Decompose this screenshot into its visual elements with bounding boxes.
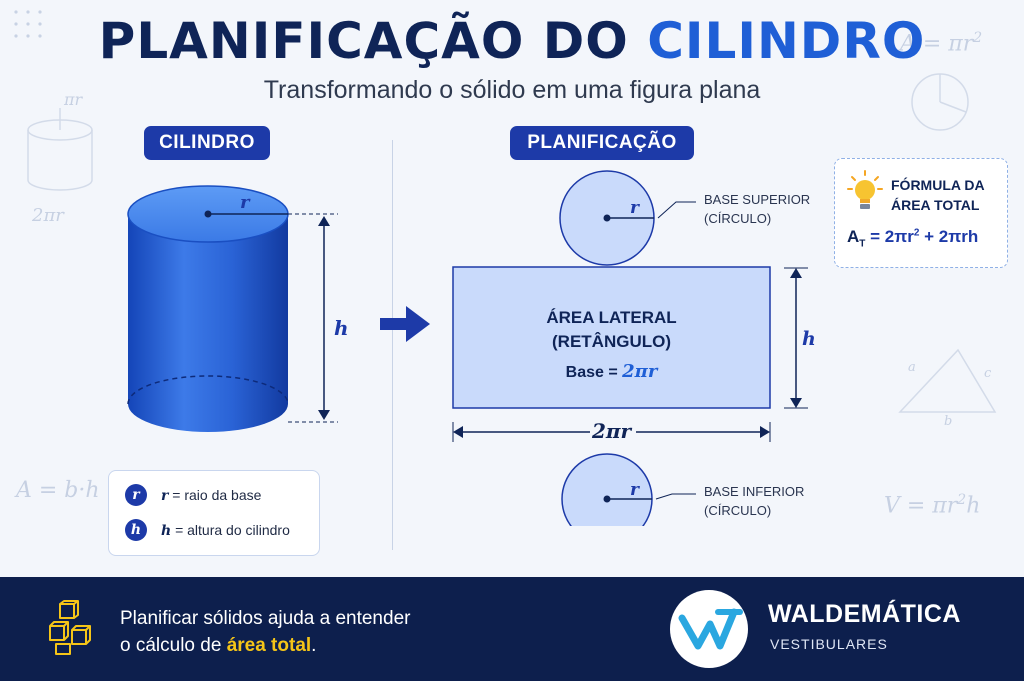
top-base-label-line1: BASE SUPERIOR bbox=[704, 192, 811, 207]
cylinder-body bbox=[128, 214, 288, 432]
section-divider bbox=[392, 140, 393, 550]
page-subtitle: Transformando o sólido em uma figura pla… bbox=[263, 76, 761, 104]
dot-grid-decoration bbox=[14, 10, 42, 38]
legend-h-badge: h bbox=[125, 519, 147, 541]
footer-line2-pre: o cálculo de bbox=[120, 635, 227, 656]
formula-sq: 2 bbox=[913, 227, 920, 239]
cylinder-hidden-edge bbox=[127, 375, 289, 405]
sketch-tri-b: b bbox=[944, 414, 953, 429]
cubes-icon bbox=[49, 600, 91, 655]
formula-card: FÓRMULA DA ÁREA TOTAL AT = 2πr2 + 2πrh bbox=[834, 158, 1008, 268]
bottom-base-label-line2: (CÍRCULO) bbox=[704, 503, 772, 518]
lateral-area-base-text: Base = bbox=[565, 364, 618, 381]
net-diagram bbox=[452, 170, 808, 526]
formula-lhs-sub: T bbox=[859, 238, 866, 250]
lateral-area-title: ÁREA LATERAL bbox=[546, 308, 677, 327]
footer-line1: Planificar sólidos ajuda a entender bbox=[120, 608, 411, 629]
lightbulb-icon bbox=[847, 170, 883, 209]
legend-r-badge: r bbox=[125, 484, 147, 506]
cylinder-header: CILINDRO bbox=[144, 126, 270, 160]
formula-title-line1: FÓRMULA DA bbox=[891, 177, 985, 193]
formula-title-line2: ÁREA TOTAL bbox=[891, 197, 980, 213]
legend-r-text: = raio da base bbox=[172, 487, 262, 503]
legend-h-row: h = altura do cilindro bbox=[161, 522, 290, 539]
lateral-area-subtitle: (RETÂNGULO) bbox=[552, 332, 671, 351]
lateral-area-text: ÁREA LATERAL (RETÂNGULO) Base = 2πr bbox=[453, 306, 770, 385]
sketch-perimeter: 2πr bbox=[32, 205, 64, 226]
bottom-base-label-line1: BASE INFERIOR bbox=[704, 484, 805, 499]
formula-title: FÓRMULA DA ÁREA TOTAL bbox=[891, 175, 985, 215]
sketch-area-circle: A = πr2 bbox=[900, 30, 983, 57]
net-header: PLANIFICAÇÃO bbox=[510, 126, 694, 160]
lateral-area-base-value: 2πr bbox=[622, 361, 658, 382]
legend-r-row: r = raio da base bbox=[161, 487, 261, 504]
brand-name: WALDEMÁTICA bbox=[768, 600, 961, 628]
formula-rest: + 2πrh bbox=[919, 227, 979, 246]
sketch-triangle bbox=[898, 348, 997, 413]
sketch-volume: V = πr2h bbox=[884, 492, 981, 519]
formula-eq: = 2πr bbox=[870, 227, 914, 246]
top-base-radius: r bbox=[630, 198, 639, 218]
bottom-base-label: BASE INFERIOR (CÍRCULO) bbox=[704, 482, 804, 520]
bottom-base-radius: r bbox=[630, 480, 639, 500]
sketch-area-rect: A = b·h bbox=[16, 478, 100, 503]
page-title: PLANIFICAÇÃO DO CILINDRO bbox=[0, 12, 1024, 70]
variable-legend: r r = raio da base h h = altura do cilin… bbox=[108, 470, 320, 556]
sketch-tri-c: c bbox=[984, 366, 992, 381]
footer-highlight: área total bbox=[226, 635, 312, 656]
net-height-label: h bbox=[802, 328, 816, 350]
footer-line2: o cálculo de área total. bbox=[120, 632, 480, 659]
title-part2: CILINDRO bbox=[647, 12, 926, 70]
cylinder-height-label: h bbox=[334, 316, 349, 340]
legend-h-symbol: h bbox=[161, 523, 172, 539]
cylinder-radius-label: r bbox=[240, 192, 250, 213]
lateral-area-base: Base = 2πr bbox=[453, 360, 770, 385]
brand-tagline: VESTIBULARES bbox=[770, 636, 888, 652]
formula-lhs: A bbox=[847, 227, 860, 246]
legend-r-symbol: r bbox=[161, 488, 169, 504]
total-area-formula: AT = 2πr2 + 2πrh bbox=[847, 227, 978, 249]
top-base-label-line2: (CÍRCULO) bbox=[704, 211, 772, 226]
brand-logo-icon bbox=[670, 590, 748, 668]
title-part1: PLANIFICAÇÃO DO bbox=[98, 12, 648, 70]
lateral-area-rectangle bbox=[452, 266, 771, 409]
legend-h-text: = altura do cilindro bbox=[175, 522, 290, 538]
footer-message: Planificar sólidos ajuda a entender o cá… bbox=[120, 605, 480, 659]
sketch-radius-mark: πr bbox=[64, 90, 83, 109]
cylinder-diagram bbox=[127, 185, 338, 432]
top-base-label: BASE SUPERIOR (CÍRCULO) bbox=[704, 190, 810, 228]
net-width-label: 2πr bbox=[592, 419, 632, 443]
footer-bar bbox=[0, 577, 1024, 681]
footer-line2-post: . bbox=[311, 635, 317, 656]
arrow-right-icon bbox=[380, 306, 430, 342]
sketch-tri-a: a bbox=[908, 360, 916, 375]
